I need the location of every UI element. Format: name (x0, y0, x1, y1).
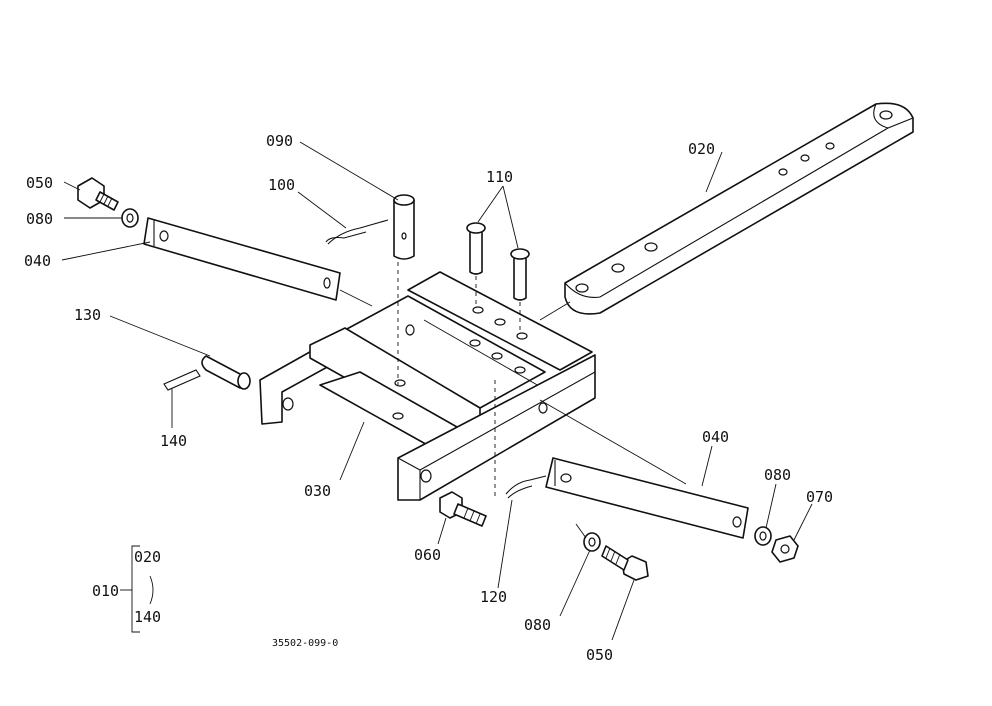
part-050-bolt-bottom (601, 545, 649, 581)
part-040-link-right (545, 457, 749, 539)
callout-070: 070 (806, 488, 833, 506)
legend-range-end: 140 (134, 608, 161, 626)
callout-110: 110 (486, 168, 513, 186)
part-040-link-left (143, 217, 341, 301)
legend-range-start: 020 (134, 548, 161, 566)
part-060-bolt (439, 491, 487, 527)
callout-100: 100 (268, 176, 295, 194)
part-080-washer-bottom (583, 532, 601, 552)
legend-assembly-number: 010 (92, 582, 119, 600)
part-050-bolt-top (77, 177, 119, 211)
part-130-pin (201, 355, 251, 390)
callout-040-left: 040 (24, 252, 51, 270)
callout-060: 060 (414, 546, 441, 564)
drawing-number: 35502-099-0 (272, 638, 338, 649)
callout-020: 020 (688, 140, 715, 158)
part-120-clip (505, 475, 547, 499)
callout-080-bottom: 080 (524, 616, 551, 634)
part-030-frame (259, 262, 596, 501)
callout-030: 030 (304, 482, 331, 500)
callout-090: 090 (266, 132, 293, 150)
leader-lines (61, 141, 813, 641)
part-020-arm (564, 102, 914, 315)
part-090-pin (393, 194, 415, 260)
assembly-legend: 010 020 140 (92, 545, 161, 633)
callout-130: 130 (74, 306, 101, 324)
part-080-washer-top (121, 208, 139, 228)
part-100-clip (325, 219, 389, 245)
part-110-pin-right (510, 248, 530, 334)
callout-040-right: 040 (702, 428, 729, 446)
part-140-cotter (163, 369, 201, 391)
callout-140: 140 (160, 432, 187, 450)
part-110-pin-left (466, 222, 486, 308)
callout-050-top: 050 (26, 174, 53, 192)
callout-120: 120 (480, 588, 507, 606)
callout-080-top: 080 (26, 210, 53, 228)
part-070-nut (771, 535, 799, 563)
part-080-washer-right (754, 526, 772, 546)
callout-050-bottom: 050 (586, 646, 613, 664)
callout-080-right: 080 (764, 466, 791, 484)
callout-labels: 020 090 100 110 050 080 040 130 140 030 … (24, 132, 833, 664)
